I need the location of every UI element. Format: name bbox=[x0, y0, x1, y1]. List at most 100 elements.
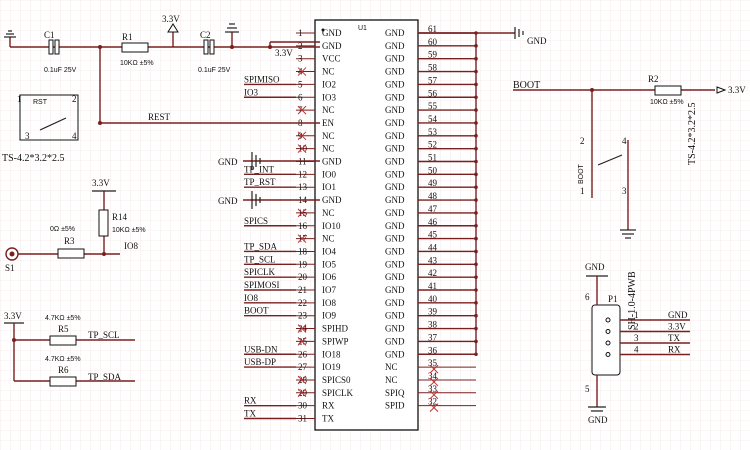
p1-pin-number-4: 4 bbox=[634, 345, 639, 355]
left-pin-number-2: 2 bbox=[298, 41, 303, 51]
right-pin-name-52: GND bbox=[385, 144, 405, 154]
p1-body bbox=[591, 304, 621, 376]
p1-pin-number-1: 1 bbox=[634, 310, 639, 320]
bus-junction-55 bbox=[474, 108, 478, 112]
left-pin-number-24: 24 bbox=[298, 324, 308, 334]
p1-contact-3 bbox=[605, 340, 611, 346]
left-pin-name-26: IO18 bbox=[322, 349, 341, 359]
left-pin-name-17: NC bbox=[322, 234, 335, 244]
right-pin-number-34: 34 bbox=[428, 371, 438, 381]
right-pin-name-48: GND bbox=[385, 195, 405, 205]
r2-label: R2 bbox=[648, 74, 659, 84]
u1-left-nets: SPIMISOIO3TP_INTTP_RSTSPICSTP_SDATP_SCLS… bbox=[244, 74, 296, 420]
right-pin-number-48: 48 bbox=[428, 191, 438, 201]
left-pin-name-14: GND bbox=[322, 195, 342, 205]
r14-label: R14 bbox=[112, 212, 128, 222]
right-pin-name-56: GND bbox=[385, 92, 405, 102]
s1-label: S1 bbox=[5, 263, 15, 273]
rst-switch-name: RST bbox=[33, 99, 48, 106]
bus-junction-48 bbox=[474, 198, 478, 202]
right-pin-number-42: 42 bbox=[428, 268, 437, 278]
net-label-pin-21: SPIMOSI bbox=[244, 280, 280, 290]
bus-junction-41 bbox=[474, 288, 478, 292]
rst-pin1: 1 bbox=[17, 94, 22, 104]
left-pin-name-11: GND bbox=[322, 157, 342, 167]
left-pin-name-30: RX bbox=[322, 401, 335, 411]
right-pin-name-57: GND bbox=[385, 79, 405, 89]
rst-pin4: 4 bbox=[72, 131, 77, 141]
right-pin-name-40: GND bbox=[385, 298, 405, 308]
left-pin-name-6: IO3 bbox=[322, 92, 336, 102]
right-pin-number-38: 38 bbox=[428, 320, 438, 330]
p1-label: P1 bbox=[608, 294, 618, 304]
right-pin-number-60: 60 bbox=[428, 37, 438, 47]
bus-junction-49 bbox=[474, 185, 478, 189]
nc-mark-left-25 bbox=[297, 337, 307, 346]
right-pin-name-36: GND bbox=[385, 349, 405, 359]
junction-rest bbox=[98, 121, 102, 125]
u1-body bbox=[314, 19, 419, 431]
bus-junction-38 bbox=[474, 326, 478, 331]
left-pin-number-21: 21 bbox=[298, 285, 307, 295]
bus-junction-36 bbox=[474, 352, 478, 357]
boot-switch-lever bbox=[597, 154, 623, 166]
r6-body bbox=[49, 376, 77, 387]
r14-value: 10KΩ ±5% bbox=[112, 227, 146, 234]
bus-junction-50 bbox=[474, 172, 478, 177]
right-pin-number-57: 57 bbox=[428, 75, 438, 85]
left-pin-number-10: 10 bbox=[298, 144, 308, 154]
p1-pin6: 6 bbox=[585, 292, 590, 302]
nc-mark-left-29 bbox=[297, 388, 307, 398]
left-pin-number-18: 18 bbox=[298, 246, 308, 256]
bus-junction-40 bbox=[474, 301, 478, 305]
right-pin-number-35: 35 bbox=[428, 358, 438, 368]
left-pin-number-28: 28 bbox=[298, 375, 308, 385]
bus-junction-39 bbox=[474, 313, 478, 318]
left-pin-number-16: 16 bbox=[298, 221, 308, 231]
bus-junction-53 bbox=[474, 134, 478, 138]
right-pin-name-53: GND bbox=[385, 131, 405, 141]
junction-pullup bbox=[12, 338, 16, 342]
p1-gnd-bottom-label: GND bbox=[588, 415, 608, 425]
right-pin-name-34: NC bbox=[385, 375, 398, 385]
c2-right-plate bbox=[209, 39, 215, 55]
left-pin-number-27: 27 bbox=[298, 362, 308, 372]
boot-pin2: 2 bbox=[580, 136, 585, 146]
net-label-pin-16: SPICS bbox=[244, 216, 268, 226]
nc-mark-right-35 bbox=[429, 364, 439, 374]
left-pin-number-12: 12 bbox=[298, 169, 307, 179]
left-pin-name-13: IO1 bbox=[322, 182, 336, 192]
net-label-pin-19: TP_SCL bbox=[244, 254, 276, 264]
left-pin-number-31: 31 bbox=[298, 414, 307, 424]
right-pin-number-56: 56 bbox=[428, 88, 438, 98]
c2-label: C2 bbox=[200, 30, 211, 40]
left-pin-number-5: 5 bbox=[298, 79, 303, 89]
net-3v3-pin3: 3.3V bbox=[275, 48, 293, 58]
left-pin-number-9: 9 bbox=[298, 131, 303, 141]
left-pin-number-13: 13 bbox=[298, 182, 308, 192]
r2-value: 10KΩ ±5% bbox=[650, 99, 684, 106]
c1-label: C1 bbox=[44, 30, 55, 40]
right-pin-name-59: GND bbox=[385, 54, 405, 64]
bus-junction-61 bbox=[474, 31, 478, 35]
right-pin-number-51: 51 bbox=[428, 153, 437, 163]
right-pin-name-60: GND bbox=[385, 41, 405, 51]
r14-vcc-label: 3.3V bbox=[92, 178, 110, 188]
rst-pin3: 3 bbox=[25, 131, 30, 141]
u1-right-pins: 61GND60GND59GND58GND57GND56GND55GND54GND… bbox=[385, 24, 476, 411]
right-pin-number-54: 54 bbox=[428, 114, 438, 124]
right-pin-name-38: GND bbox=[385, 324, 405, 334]
nc-mark-left-17 bbox=[297, 234, 307, 243]
right-pin-number-46: 46 bbox=[428, 217, 438, 227]
left-pin-number-23: 23 bbox=[298, 311, 308, 321]
right-pin-number-33: 33 bbox=[428, 384, 438, 394]
right-pin-number-36: 36 bbox=[428, 345, 438, 355]
p1-contact-1 bbox=[605, 317, 611, 323]
left-pin-name-29: SPICLK bbox=[322, 388, 354, 398]
gnd-bus-junctions bbox=[474, 31, 478, 357]
vcc-arrow bbox=[167, 23, 179, 33]
right-pin-number-44: 44 bbox=[428, 242, 438, 252]
r1-value: 10KΩ ±5% bbox=[120, 60, 154, 67]
